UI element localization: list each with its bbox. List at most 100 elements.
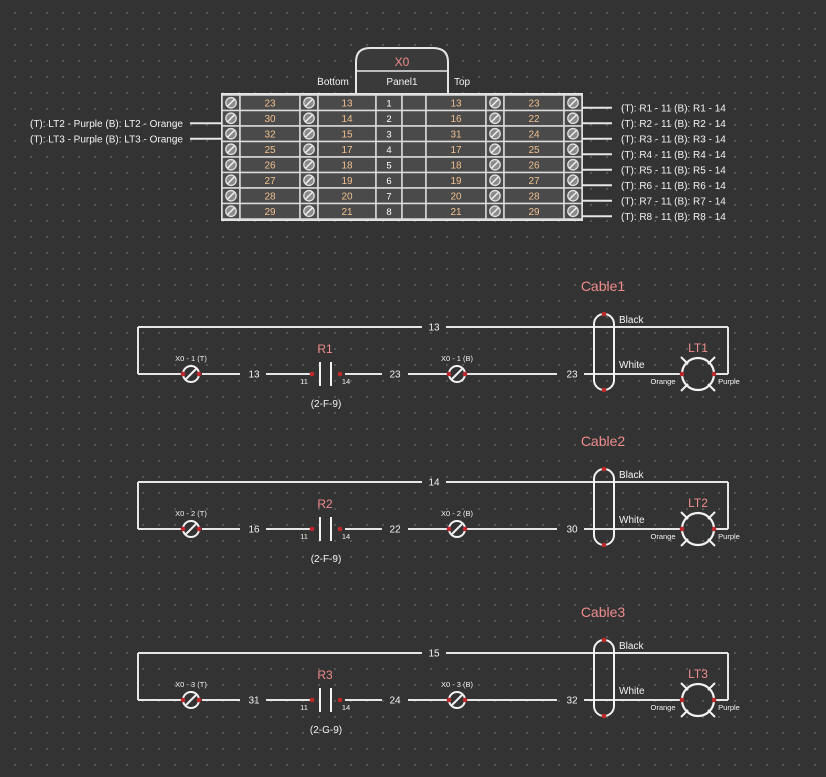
- terminal-cell: [401, 202, 427, 220]
- lamp-label: LT3: [688, 667, 708, 681]
- right-terminal-label: (T): R1 - 11 (B): R1 - 14: [621, 103, 726, 114]
- connection-point: [180, 697, 186, 703]
- terminal-symbol[interactable]: X0 - 3 (B): [441, 680, 474, 709]
- connection-point: [446, 697, 452, 703]
- terminal-value: 14: [341, 114, 353, 125]
- relay-label: R2: [317, 497, 333, 511]
- connection-point: [601, 637, 607, 643]
- screw-icon: [489, 127, 501, 140]
- wire-number: 24: [389, 696, 401, 707]
- connection-point: [337, 526, 343, 532]
- conductor-label: White: [619, 360, 645, 371]
- left-terminal-label: (T): LT3 - Purple (B): LT3 - Orange: [30, 134, 183, 145]
- terminal-value: 26: [264, 161, 276, 172]
- pin-label: 11: [300, 703, 308, 712]
- right-terminal-label: (T): R3 - 11 (B): R3 - 14: [621, 134, 726, 145]
- terminal-value: 21: [450, 207, 462, 218]
- terminal-label: X0 - 3 (B): [441, 680, 474, 689]
- screw-icon: [225, 158, 237, 171]
- connection-point: [337, 697, 343, 703]
- screw-icon: [489, 189, 501, 202]
- screw-icon: [567, 112, 579, 125]
- terminal-value: 26: [528, 161, 540, 172]
- connection-point: [679, 526, 685, 532]
- lamp-pin-label: Purple: [718, 703, 740, 712]
- screw-icon: [567, 189, 579, 202]
- terminal-value: 18: [341, 161, 353, 172]
- terminal-index: 8: [386, 207, 391, 218]
- lamp-pin-label: Orange: [650, 703, 675, 712]
- conductor-label: Black: [619, 470, 644, 481]
- screw-icon: [225, 143, 237, 156]
- terminal-cell: [401, 187, 427, 205]
- terminal-value: 13: [450, 99, 462, 110]
- terminal-value: 28: [264, 192, 276, 203]
- screw-icon: [303, 205, 315, 218]
- screw-icon: [303, 143, 315, 156]
- pin-label: 14: [342, 532, 350, 541]
- terminal-label: X0 - 1 (B): [441, 354, 474, 363]
- connection-point: [180, 526, 186, 532]
- terminal-symbol[interactable]: X0 - 3 (T): [175, 680, 207, 709]
- right-terminal-label: (T): R6 - 11 (B): R6 - 14: [621, 181, 726, 192]
- terminal-symbol[interactable]: X0 - 1 (T): [175, 354, 207, 383]
- wire-number: 15: [428, 649, 440, 660]
- terminal-cell: [401, 109, 427, 127]
- terminal-symbol[interactable]: X0 - 2 (B): [441, 509, 474, 538]
- connection-point: [679, 371, 685, 377]
- terminal-value: 30: [264, 114, 276, 125]
- cable-title: Cable1: [581, 278, 626, 294]
- terminal-value: 24: [528, 130, 540, 141]
- terminal-label: X0 - 2 (B): [441, 509, 474, 518]
- terminal-value: 29: [528, 207, 540, 218]
- terminal-index: 4: [386, 145, 391, 156]
- screw-icon: [225, 189, 237, 202]
- screw-icon: [489, 205, 501, 218]
- screw-icon: [489, 174, 501, 187]
- screw-icon: [303, 189, 315, 202]
- terminal-index: 7: [386, 191, 391, 202]
- connection-point: [309, 526, 315, 532]
- wire-number: 31: [248, 696, 260, 707]
- screw-icon: [303, 158, 315, 171]
- terminal-value: 17: [341, 145, 353, 156]
- screw-icon: [225, 205, 237, 218]
- connection-point: [601, 466, 607, 472]
- connection-point: [711, 371, 717, 377]
- terminal-symbol[interactable]: X0 - 1 (B): [441, 354, 474, 383]
- conductor-label: White: [619, 686, 645, 697]
- wire-number: 23: [566, 370, 578, 381]
- right-terminal-label: (T): R2 - 11 (B): R2 - 14: [621, 119, 726, 130]
- terminal-cell: [401, 125, 427, 143]
- terminal-cell: [401, 156, 427, 174]
- conductor-label: Black: [619, 315, 644, 326]
- terminal-symbol[interactable]: X0 - 2 (T): [175, 509, 207, 538]
- connection-point: [601, 542, 607, 548]
- top-label: Top: [454, 77, 471, 88]
- connection-point: [679, 697, 685, 703]
- terminal-value: 31: [450, 130, 462, 141]
- terminal-value: 21: [341, 207, 353, 218]
- lamp-label: LT2: [688, 496, 708, 510]
- connection-point: [446, 371, 452, 377]
- lamp-pin-label: Purple: [718, 532, 740, 541]
- terminal-value: 22: [528, 114, 540, 125]
